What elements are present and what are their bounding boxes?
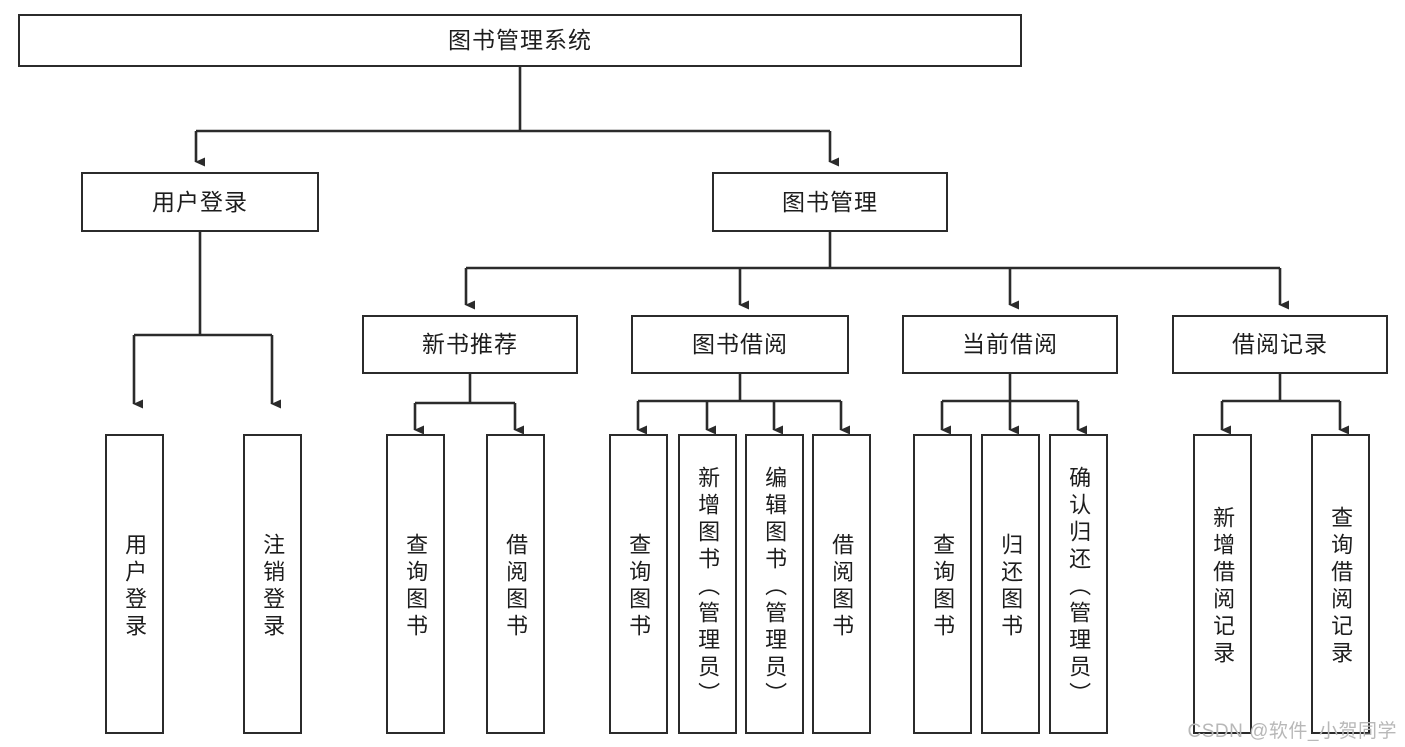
node-label: 编辑图书（管理员）: [762, 465, 788, 709]
watermark-text: CSDN @软件_小贺同学: [1187, 721, 1397, 742]
node-label: 查询图书: [626, 533, 652, 641]
leaf-book-borrow-edit[interactable]: 编辑图书（管理员）: [745, 434, 804, 734]
leaf-book-borrow-borrow[interactable]: 借阅图书: [812, 434, 871, 734]
node-label: 确认归还（管理员）: [1066, 465, 1092, 709]
node-label: 借阅图书: [829, 533, 855, 641]
node-label: 新增借阅记录: [1210, 506, 1236, 668]
node-label: 图书管理: [782, 188, 878, 215]
node-label: 查询借阅记录: [1328, 506, 1354, 668]
leaf-borrow-record-add[interactable]: 新增借阅记录: [1193, 434, 1252, 734]
node-book-management[interactable]: 图书管理: [712, 172, 948, 232]
node-label: 新书推荐: [422, 331, 518, 358]
node-label: 用户登录: [122, 533, 148, 641]
leaf-book-borrow-query[interactable]: 查询图书: [609, 434, 668, 734]
node-label: 归还图书: [998, 533, 1024, 641]
node-label: 用户登录: [152, 188, 248, 215]
leaf-borrow-record-query[interactable]: 查询借阅记录: [1311, 434, 1370, 734]
node-new-book-recommend[interactable]: 新书推荐: [362, 315, 578, 374]
leaf-current-borrow-confirm[interactable]: 确认归还（管理员）: [1049, 434, 1108, 734]
node-label: 图书管理系统: [448, 27, 592, 54]
leaf-new-book-borrow[interactable]: 借阅图书: [486, 434, 545, 734]
node-label: 新增图书（管理员）: [695, 465, 721, 709]
leaf-user-login-signout[interactable]: 注销登录: [243, 434, 302, 734]
node-label: 借阅图书: [503, 533, 529, 641]
node-label: 查询图书: [403, 533, 429, 641]
leaf-current-borrow-query[interactable]: 查询图书: [913, 434, 972, 734]
node-label: 当前借阅: [962, 331, 1058, 358]
leaf-book-borrow-add[interactable]: 新增图书（管理员）: [678, 434, 737, 734]
node-root-system[interactable]: 图书管理系统: [18, 14, 1022, 67]
node-label: 查询图书: [930, 533, 956, 641]
node-label: 图书借阅: [692, 331, 788, 358]
node-current-borrow[interactable]: 当前借阅: [902, 315, 1118, 374]
node-user-login[interactable]: 用户登录: [81, 172, 319, 232]
leaf-new-book-query[interactable]: 查询图书: [386, 434, 445, 734]
node-label: 借阅记录: [1232, 331, 1328, 358]
node-book-borrow[interactable]: 图书借阅: [631, 315, 849, 374]
leaf-user-login-signin[interactable]: 用户登录: [105, 434, 164, 734]
leaf-current-borrow-return[interactable]: 归还图书: [981, 434, 1040, 734]
node-borrow-record[interactable]: 借阅记录: [1172, 315, 1388, 374]
node-label: 注销登录: [260, 533, 286, 641]
